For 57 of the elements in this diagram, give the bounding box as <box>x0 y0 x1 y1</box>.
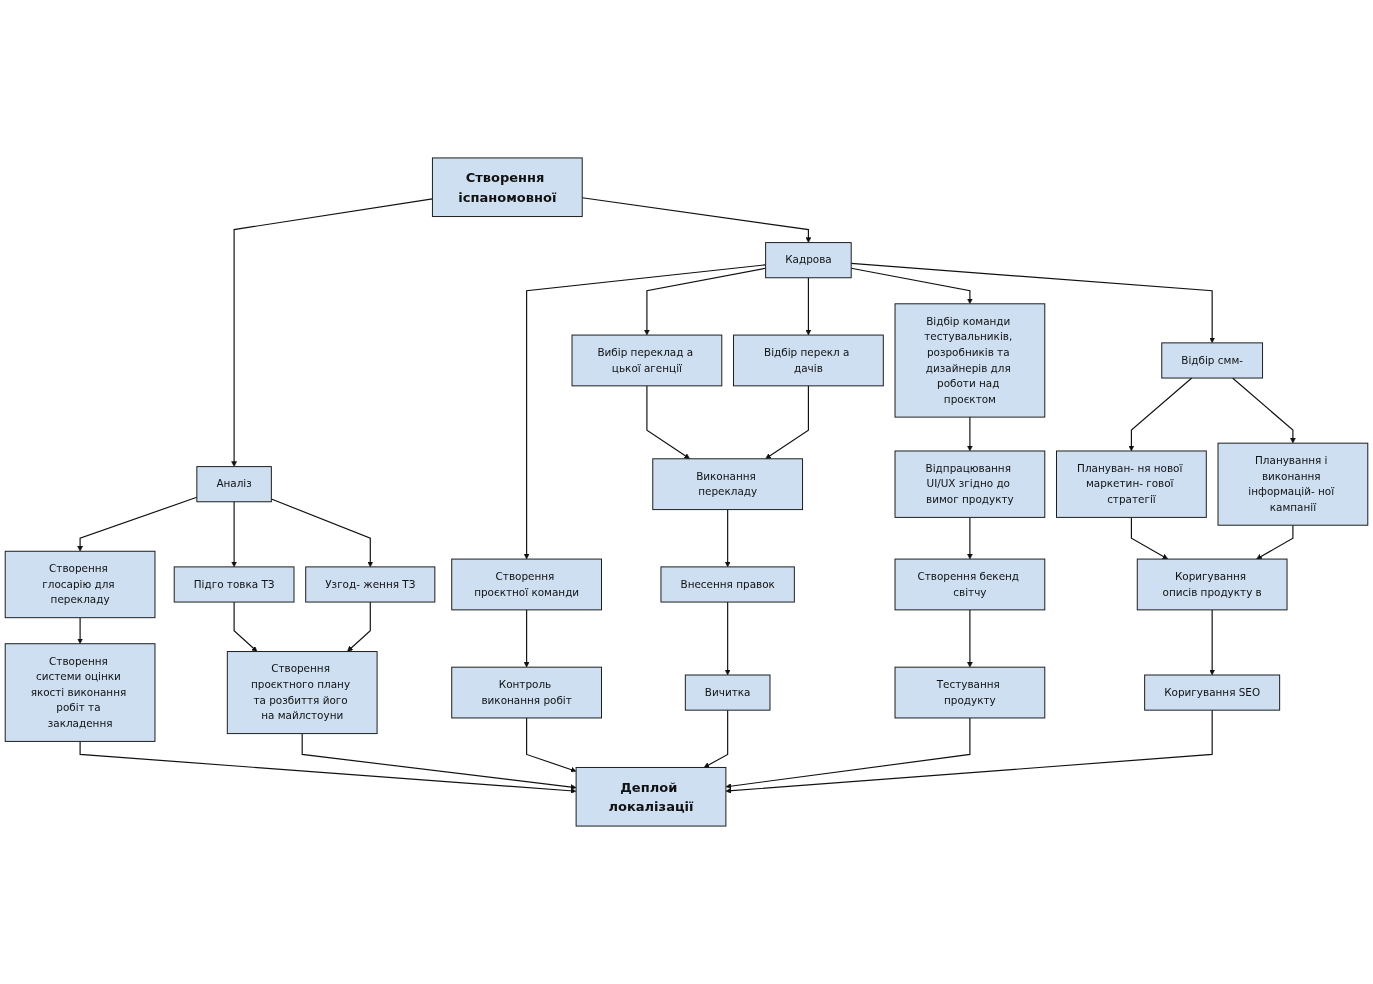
node-box: Підго товка ТЗ <box>173 566 295 603</box>
arrow <box>850 267 973 305</box>
node-box: Коригування SEO <box>1144 674 1281 711</box>
node-box: Планування і виконання інформацій- ної кампанії <box>1217 442 1369 526</box>
node-box: Коригування описів продукту в <box>1136 558 1288 611</box>
node-box: Створення системи оцінки якості виконання робіт та закладення <box>4 643 156 742</box>
node-box: Аналіз <box>196 466 272 503</box>
arrow <box>581 197 812 243</box>
arrow <box>967 609 973 668</box>
arrow <box>1209 609 1215 676</box>
node-box: Створення проєктної команди <box>451 558 602 611</box>
arrow <box>233 601 258 652</box>
arrow <box>231 501 237 568</box>
node-box: Створення глосарію для перекладу <box>4 550 156 619</box>
arrow <box>967 416 973 452</box>
node-box: Плануван- ня нової маркетин- гової стратегії <box>1056 450 1207 518</box>
arrow <box>765 385 809 460</box>
arrow <box>77 617 83 644</box>
node-box: Вичитка <box>684 674 771 711</box>
arrow <box>1231 377 1296 444</box>
arrow <box>77 496 198 552</box>
arrow <box>725 717 971 789</box>
node-box: Контроль виконання робіт <box>451 666 602 719</box>
arrow <box>724 601 731 676</box>
node-box: Узгод- ження ТЗ <box>305 566 436 603</box>
arrow <box>526 717 577 773</box>
node-box: Відбір смм- <box>1161 342 1264 379</box>
arrow <box>79 740 577 794</box>
node-box: Деплой локалізації <box>575 766 727 827</box>
arrow <box>703 709 729 768</box>
arrow <box>724 509 731 568</box>
arrow <box>725 709 1213 794</box>
arrow <box>850 262 1215 344</box>
node-box: Відпрацювання UI/UX згідно до вимог продукту <box>894 450 1046 518</box>
node-box: Створення бекенд світчу <box>894 558 1046 611</box>
arrow <box>1128 377 1193 452</box>
node-box: Кадрова <box>765 242 852 279</box>
node-box: Внесення правок <box>660 566 795 603</box>
node-box: Створення іспаномовної <box>431 157 583 218</box>
node-box: Створення проєктного плану та розбиття його на майлстоуни <box>226 651 378 735</box>
node-box: Вибір переклад а цької агенції <box>571 334 723 387</box>
arrow <box>967 516 973 560</box>
node-box: Відбір команди тестувальників, розробників та дизайнерів для роботи над проєктом <box>894 303 1046 418</box>
arrow <box>1130 516 1169 560</box>
arrow <box>301 733 577 790</box>
arrow <box>523 264 767 560</box>
arrow <box>347 601 371 652</box>
arrow <box>1256 524 1294 560</box>
arrow <box>523 609 530 668</box>
node-box: Виконання перекладу <box>652 458 804 511</box>
arrow <box>231 198 433 467</box>
arrow <box>270 498 374 568</box>
node-box: Тестування продукту <box>894 666 1046 719</box>
arrow <box>805 277 812 336</box>
arrow <box>644 267 767 336</box>
arrow <box>646 385 690 460</box>
node-box: Відбір перекл а дачів <box>733 334 884 387</box>
